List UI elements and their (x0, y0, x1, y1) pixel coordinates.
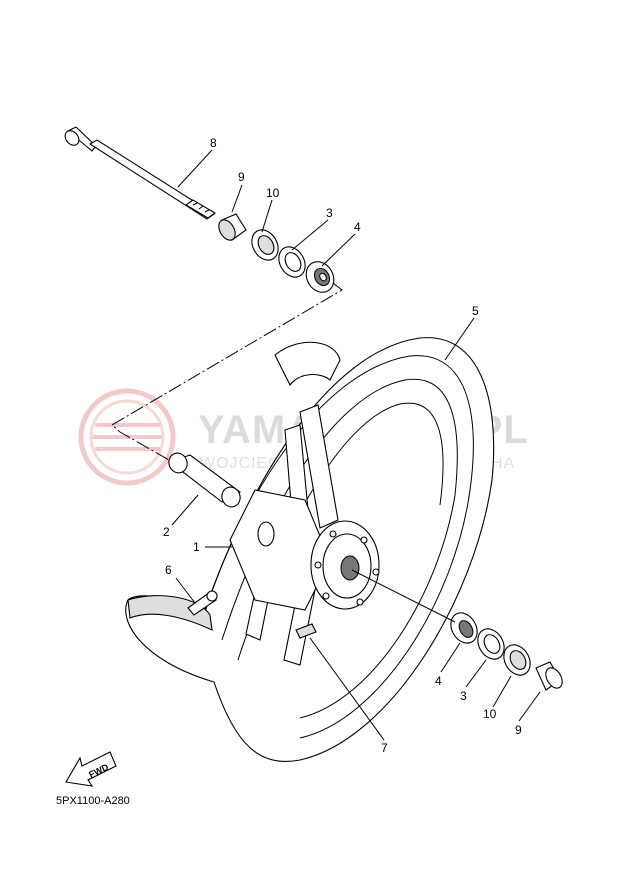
lower-axis-line (351, 569, 456, 623)
collar-bottom-part (535, 661, 563, 691)
oil-seal-top-part (251, 229, 279, 261)
balance-weight-part (295, 623, 317, 639)
callout-collar-bottom: 9 (515, 723, 522, 737)
callout-bearing-3-top: 3 (326, 206, 333, 220)
hub-bolt-holes (314, 530, 380, 606)
callout-labels: 8 9 10 3 4 5 2 1 6 4 3 10 9 7 (163, 136, 522, 755)
leader-lines (171, 149, 541, 741)
callout-bearing-3-bottom: 3 (460, 689, 467, 703)
axle-part (64, 126, 217, 220)
tire-cut-section (127, 341, 341, 631)
wheel-hub-part (229, 404, 380, 666)
bearing-4-bottom-part (450, 612, 478, 644)
bearing-3-bottom-part (477, 628, 505, 660)
watermark-logo (78, 388, 176, 486)
callout-spacer: 2 (163, 525, 170, 539)
callout-bearing-4-bottom: 4 (435, 674, 442, 688)
collar-top-part (218, 213, 247, 241)
callout-bearing-4-top: 4 (354, 220, 361, 234)
callout-wheel-hub: 1 (193, 540, 200, 554)
bearing-3-top-part (278, 246, 306, 278)
callout-tire: 5 (472, 304, 479, 318)
fwd-arrow-icon: FWD (65, 751, 117, 787)
callout-balance-weight: 7 (381, 741, 388, 755)
axis-centerline (111, 282, 343, 465)
callout-collar-top: 9 (238, 170, 245, 184)
bearing-4-top-part (305, 261, 335, 293)
reference-code: 5PX1100-A280 (56, 795, 130, 807)
spacer-part (168, 452, 242, 508)
valve-part (187, 590, 218, 616)
callout-oil-seal-top: 10 (266, 186, 280, 200)
callout-oil-seal-bottom: 10 (483, 707, 497, 721)
oil-seal-bottom-part (503, 644, 531, 676)
callout-axle: 8 (210, 136, 217, 150)
callout-valve: 6 (165, 563, 172, 577)
